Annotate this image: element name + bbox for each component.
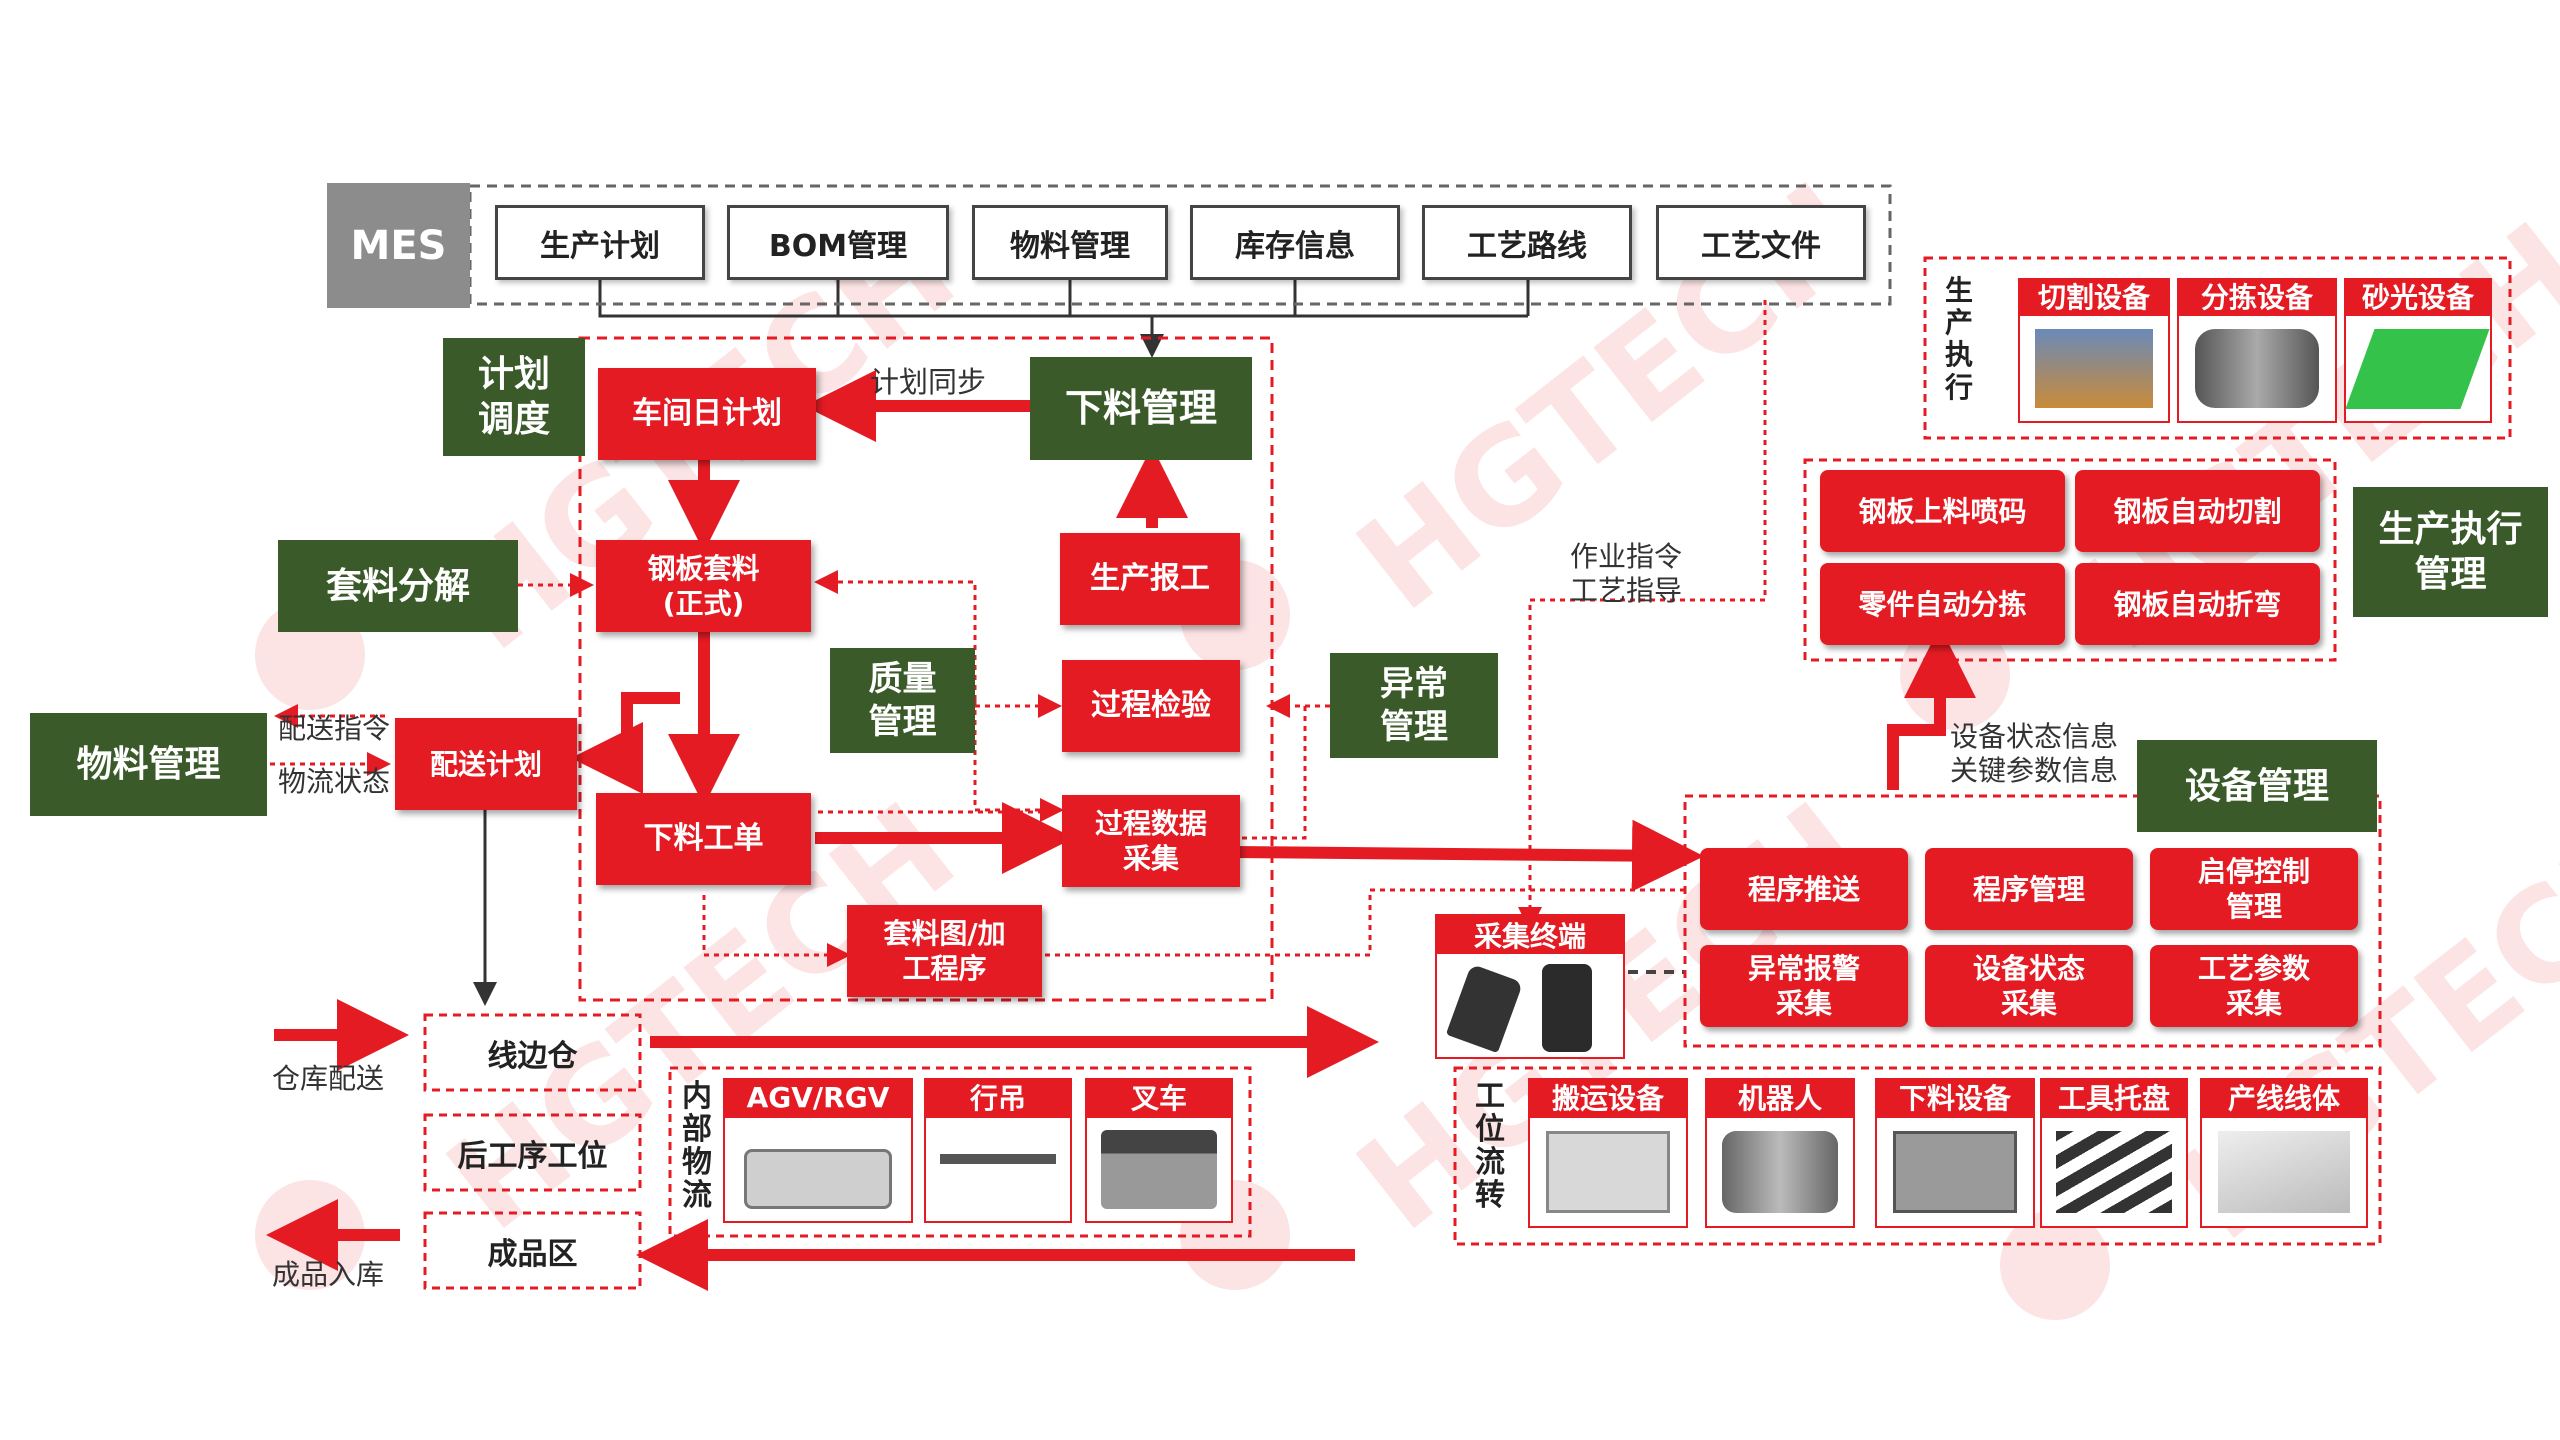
finished-storage-label: 成品入库 <box>272 1258 385 1291</box>
delivery-instruction-label: 配送指令 <box>278 712 391 745</box>
production-report-box: 生产报工 <box>1060 533 1240 625</box>
blanking-equipment-label: 下料设备 <box>1875 1078 2035 1116</box>
agv-tile: AGV/RGV <box>723 1078 913 1223</box>
program-mgmt-box: 程序管理 <box>1925 848 2133 930</box>
steel-nesting-box: 钢板套料 (正式) <box>596 540 811 632</box>
crane-tile: 行吊 <box>924 1078 1072 1223</box>
blanking-order-box: 下料工单 <box>596 793 811 885</box>
equipment-info-label: 设备状态信息 关键参数信息 <box>1950 720 2119 787</box>
sorting-equipment-tile: 分拣设备 <box>2177 278 2337 423</box>
tool-pallet-tile: 工具托盘 <box>2040 1078 2188 1228</box>
material-mgmt-box: 物料管理 <box>30 713 267 816</box>
blanking-mgmt-box: 下料管理 <box>1030 357 1252 460</box>
sanding-equipment-label: 砂光设备 <box>2344 278 2492 314</box>
handling-equipment-label: 搬运设备 <box>1528 1078 1688 1116</box>
work-instruction-label: 作业指令 工艺指导 <box>1570 540 1683 607</box>
delivery-plan-box: 配送计划 <box>395 718 577 810</box>
watermark-logo <box>2000 1210 2110 1320</box>
process-data-collection-box: 过程数据 采集 <box>1062 795 1240 887</box>
nesting-decomposition-box: 套料分解 <box>278 540 518 632</box>
cutting-equipment-tile: 切割设备 <box>2018 278 2170 423</box>
sorting-equipment-label: 分拣设备 <box>2177 278 2337 314</box>
tool-pallet-icon <box>2040 1116 2188 1228</box>
finished-goods-area: 成品区 <box>487 1236 578 1272</box>
mes-module-inventory: 库存信息 <box>1190 205 1400 280</box>
status-collection-box: 设备状态 采集 <box>1925 945 2133 1027</box>
process-inspection-box: 过程检验 <box>1062 660 1240 752</box>
industrial-robot-icon <box>1705 1116 1855 1228</box>
agv-vehicle-icon <box>723 1116 913 1223</box>
robot-tile: 机器人 <box>1705 1078 1855 1228</box>
exception-mgmt-box: 异常 管理 <box>1330 653 1498 758</box>
mes-module-process-doc: 工艺文件 <box>1656 205 1866 280</box>
tool-pallet-label: 工具托盘 <box>2040 1078 2188 1116</box>
mes-module-material: 物料管理 <box>972 205 1168 280</box>
sanding-machine-icon <box>2344 314 2492 423</box>
prod-exec-side-label: 生 产 执 行 <box>1945 274 1974 404</box>
plan-dispatch-box: 计划 调度 <box>443 338 585 456</box>
line-side-warehouse: 线边仓 <box>487 1038 578 1074</box>
forklift-icon <box>1085 1116 1233 1223</box>
sanding-equipment-tile: 砂光设备 <box>2344 278 2492 423</box>
production-line-label: 产线线体 <box>2200 1078 2368 1116</box>
next-station: 后工序工位 <box>457 1138 608 1174</box>
blanking-machine-icon <box>1875 1116 2035 1228</box>
cutting-machine-icon <box>2018 314 2170 423</box>
part-auto-sorting-box: 零件自动分拣 <box>1820 563 2065 645</box>
production-line-icon <box>2200 1116 2368 1228</box>
cutting-equipment-label: 切割设备 <box>2018 278 2170 314</box>
agv-label: AGV/RGV <box>723 1078 913 1116</box>
station-flow-side-label: 工 位 流 转 <box>1475 1079 1505 1213</box>
barcode-scanner-icon <box>1445 963 1524 1054</box>
process-param-collection-box: 工艺参数 采集 <box>2150 945 2358 1027</box>
forklift-tile: 叉车 <box>1085 1078 1233 1223</box>
start-stop-control-box: 启停控制 管理 <box>2150 848 2358 930</box>
mes-module-bom: BOM管理 <box>727 205 949 280</box>
collection-terminal-label: 采集终端 <box>1437 916 1623 954</box>
mes-label: MES <box>327 183 470 308</box>
workshop-daily-plan-box: 车间日计划 <box>598 368 816 460</box>
production-line-tile: 产线线体 <box>2200 1078 2368 1228</box>
quality-mgmt-box: 质量 管理 <box>830 648 975 753</box>
warehouse-delivery-label: 仓库配送 <box>272 1062 385 1095</box>
mes-module-process-route: 工艺路线 <box>1422 205 1632 280</box>
equipment-mgmt-box: 设备管理 <box>2137 740 2377 832</box>
forklift-label: 叉车 <box>1085 1078 1233 1116</box>
mes-module-production-plan: 生产计划 <box>495 205 705 280</box>
crane-label: 行吊 <box>924 1078 1072 1116</box>
logistics-status-label: 物流状态 <box>278 765 391 798</box>
steel-loading-marking-box: 钢板上料喷码 <box>1820 470 2065 552</box>
internal-logistics-side-label: 内 部 物 流 <box>682 1079 712 1213</box>
handheld-terminal-icon <box>1542 964 1592 1052</box>
alarm-collection-box: 异常报警 采集 <box>1700 945 1908 1027</box>
prod-exec-mgmt-box: 生产执行 管理 <box>2353 487 2548 617</box>
blanking-equipment-tile: 下料设备 <box>1875 1078 2035 1228</box>
steel-auto-bending-box: 钢板自动折弯 <box>2075 563 2320 645</box>
steel-auto-cutting-box: 钢板自动切割 <box>2075 470 2320 552</box>
plan-sync-label: 计划同步 <box>870 365 987 399</box>
handling-equipment-tile: 搬运设备 <box>1528 1078 1688 1228</box>
handling-machine-icon <box>1528 1116 1688 1228</box>
overhead-crane-icon <box>924 1116 1072 1223</box>
sorting-robot-icon <box>2177 314 2337 423</box>
nesting-drawing-box: 套料图/加 工程序 <box>847 905 1042 997</box>
robot-label: 机器人 <box>1705 1078 1855 1116</box>
program-push-box: 程序推送 <box>1700 848 1908 930</box>
collection-terminal-tile: 采集终端 <box>1435 914 1625 1059</box>
